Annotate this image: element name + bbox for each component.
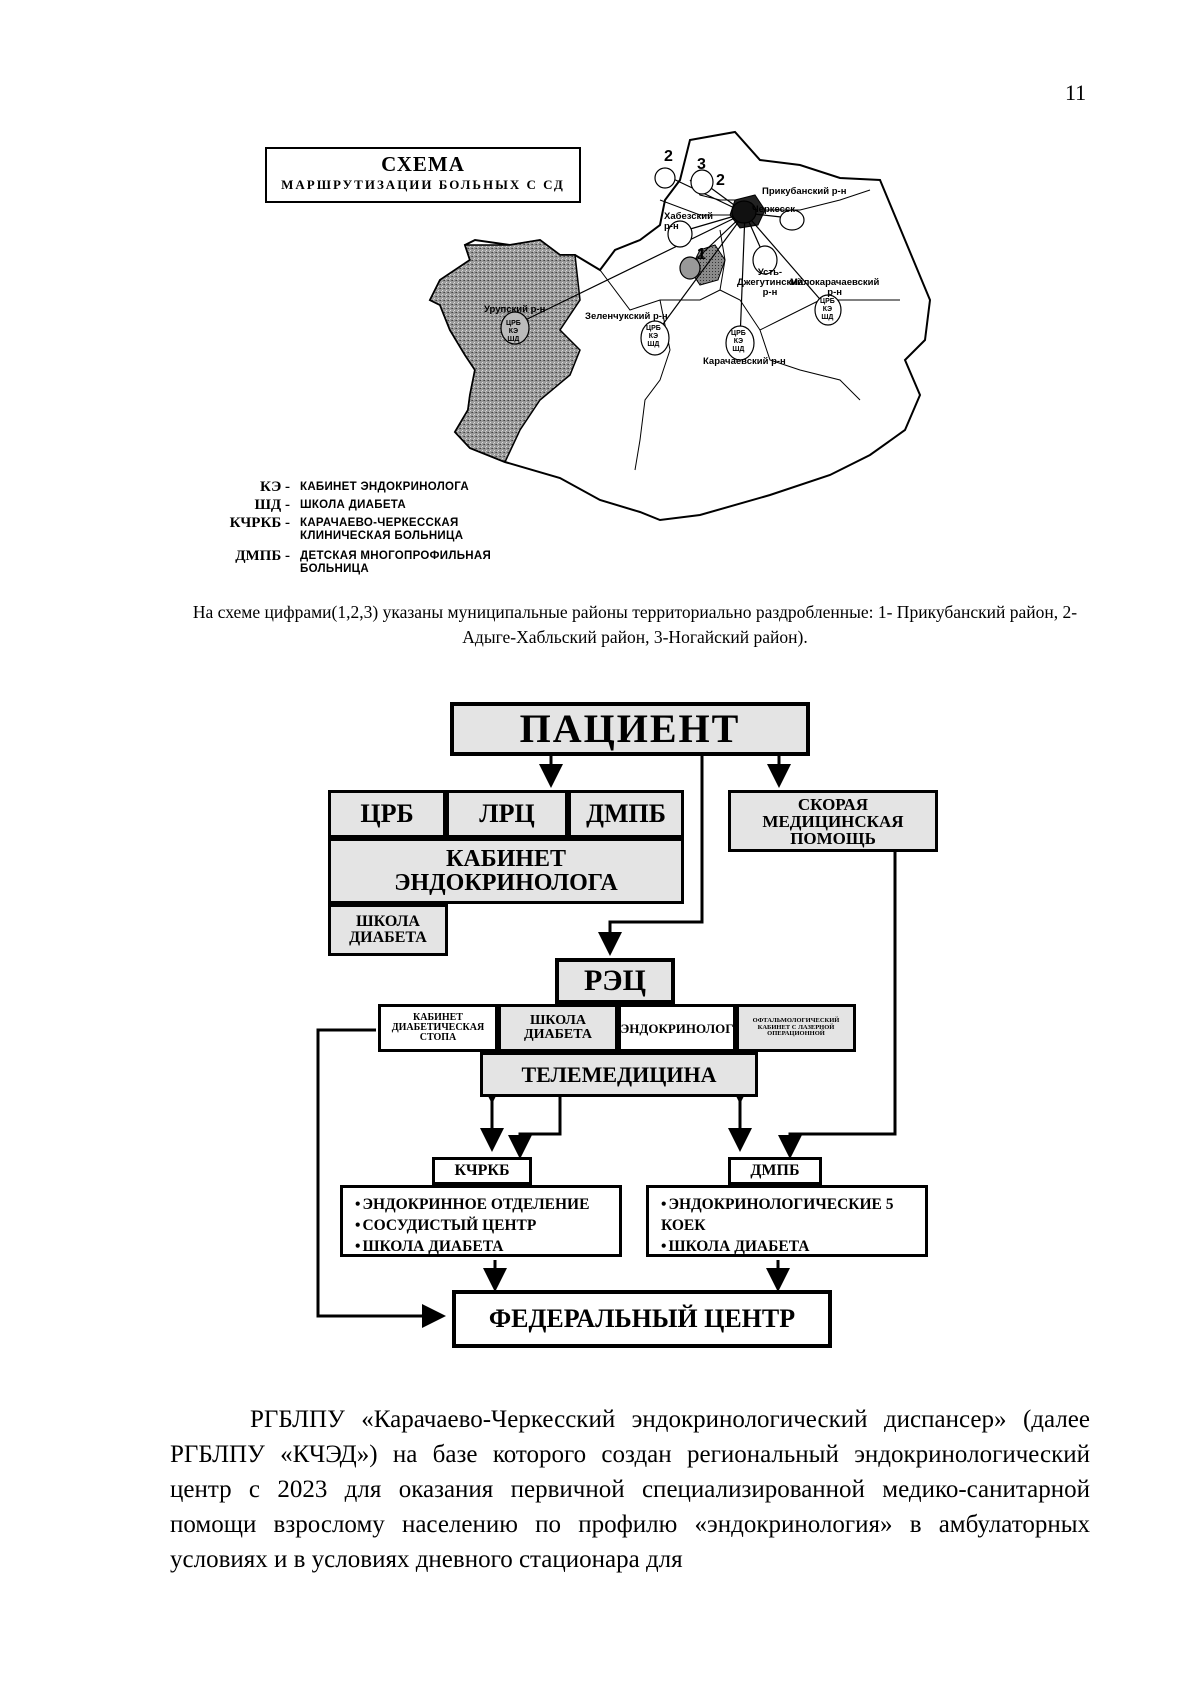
node-label-karachaev: ЦРБ КЭ ШД [731, 330, 746, 353]
legend-row-shd: ШД - ШКОЛА ДИАБЕТА [222, 497, 602, 515]
page-number: 11 [1065, 80, 1087, 105]
kchrkb-item: СОСУДИСТЫЙ ЦЕНТР [355, 1215, 619, 1236]
routing-map [428, 130, 932, 522]
label-habezsky: Хабезский р-н [664, 211, 713, 232]
school-rec-box: ШКОЛА ДИАБЕТА [498, 1004, 618, 1052]
legend-definition: ДЕТСКАЯ МНОГОПРОФИЛЬНАЯ БОЛЬНИЦА [300, 550, 492, 575]
legend-definition: КАБИНЕТ ЭНДОКРИНОЛОГА [300, 481, 470, 493]
label-prikubansky: Прикубанский р-н [762, 186, 847, 197]
kchrkb-box: КЧРКБ [432, 1157, 532, 1185]
schema-title: СХЕМА [381, 152, 465, 176]
legend-definition: КАРАЧАЕВО-ЧЕРКЕССКАЯ КЛИНИЧЕСКАЯ БОЛЬНИЦ… [300, 517, 464, 542]
kchrkb-item: ШКОЛА ДИАБЕТА [355, 1236, 619, 1257]
clinic-nodes [500, 167, 842, 361]
label-urupsky: Урупский р-н [484, 304, 546, 315]
patient-box: ПАЦИЕНТ [450, 702, 810, 756]
dmpb-bottom-box: ДМПБ [728, 1157, 822, 1185]
foot-cabinet-box: КАБИНЕТ ДИАБЕТИЧЕСКАЯ СТОПА [378, 1004, 498, 1052]
legend-row-ke: КЭ - КАБИНЕТ ЭНДОКРИНОЛОГА [222, 479, 602, 497]
dmpb-top-box: ДМПБ [568, 790, 684, 838]
district-number-3: 3 [697, 156, 706, 173]
node-label-urup: ЦРБ КЭ ШД [506, 320, 521, 343]
school-top-box: ШКОЛА ДИАБЕТА [328, 904, 448, 956]
federal-center-box: ФЕДЕРАЛЬНЫЙ ЦЕНТР [452, 1290, 832, 1348]
node-label-zelenchuk: ЦРБ КЭ ШД [646, 325, 661, 348]
label-ust-dzheguta: Усть- Джегутинский р-н [737, 267, 803, 298]
ophthalmology-box: ОФТАЛЬМОЛОГИЧЕСКИЙ КАБИНЕТ С ЛАЗЕРНОЙ ОП… [736, 1004, 856, 1052]
legend-abbr: ДМПБ - [235, 548, 290, 564]
district-number-2b: 2 [716, 172, 725, 189]
urupsky-region [428, 239, 581, 463]
flowchart-connectors [316, 753, 897, 1328]
crb-box: ЦРБ [328, 790, 446, 838]
dmpb-item: ЭНДОКРИНОЛОГИЧЕСКИЕ 5 КОЕК [661, 1194, 925, 1236]
node-label-malokarachaev: ЦРБ КЭ ШД [820, 298, 835, 321]
legend-definition: ШКОЛА ДИАБЕТА [300, 499, 407, 511]
legend-abbr: КЧРКБ - [229, 515, 290, 531]
lrc-box: ЛРЦ [446, 790, 568, 838]
kchrkb-list: ЭНДОКРИННОЕ ОТДЕЛЕНИЕ СОСУДИСТЫЙ ЦЕНТР Ш… [340, 1185, 622, 1257]
ambulance-box: СКОРАЯ МЕДИЦИНСКАЯ ПОМОЩЬ [728, 790, 938, 852]
telemedicine-box: ТЕЛЕМЕДИЦИНА [480, 1052, 758, 1097]
label-zelenchuksky: Зеленчукский р-н [585, 311, 668, 322]
rec-box: РЭЦ [555, 958, 675, 1004]
dmpb-item: ШКОЛА ДИАБЕТА [661, 1236, 925, 1257]
label-karachaevsky: Карачаевский р-н [703, 356, 786, 367]
label-cherkessk: Черкесск [752, 204, 795, 215]
legend-row-kchrkb: КЧРКБ - КАРАЧАЕВО-ЧЕРКЕССКАЯ КЛИНИЧЕСКАЯ… [222, 515, 602, 545]
legend-row-dmpb: ДМПБ - ДЕТСКАЯ МНОГОПРОФИЛЬНАЯ БОЛЬНИЦА [222, 548, 602, 578]
label-malokarachaevsky: Малокарачаевский р-н [790, 277, 880, 298]
schema-title-box: СХЕМА МАРШРУТИЗАЦИИ БОЛЬНЫХ С СД [265, 147, 581, 203]
district-number-1: 1 [697, 246, 706, 263]
dmpb-list: ЭНДОКРИНОЛОГИЧЕСКИЕ 5 КОЕК ШКОЛА ДИАБЕТА [646, 1185, 928, 1257]
district-number-2a: 2 [664, 148, 673, 165]
endo-cabinet-box: КАБИНЕТ ЭНДОКРИНОЛОГА [328, 838, 684, 904]
legend-abbr: КЭ - [260, 479, 290, 495]
legend-abbr: ШД - [254, 497, 290, 513]
map-caption: На схеме цифрами(1,2,3) указаны муниципа… [192, 602, 1078, 647]
endocrinologist-box: ЭНДОКРИНОЛОГ [618, 1004, 736, 1052]
schema-subtitle: МАРШРУТИЗАЦИИ БОЛЬНЫХ С СД [281, 177, 565, 192]
kchrkb-item: ЭНДОКРИННОЕ ОТДЕЛЕНИЕ [355, 1194, 619, 1215]
body-paragraph: РГБЛПУ «Карачаево-Черкесский эндокриноло… [170, 1406, 1090, 1573]
